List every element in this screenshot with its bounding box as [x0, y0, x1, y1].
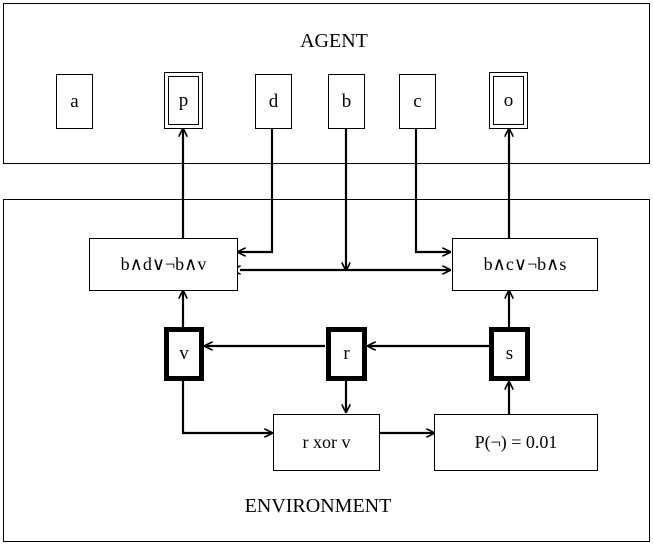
right-formula-label: b∧c∨¬b∧s: [483, 254, 567, 274]
node-b: b: [328, 74, 365, 129]
node-o-label: o: [503, 89, 514, 111]
node-p: p: [164, 72, 203, 129]
node-s: s: [489, 327, 530, 381]
arrow-d-to-left-formula: [238, 129, 274, 252]
node-b-label: b: [341, 90, 352, 112]
prob-label: P(¬) = 0.01: [474, 432, 558, 452]
node-prob: P(¬) = 0.01: [434, 414, 598, 471]
arrow-v-to-xor: [181, 380, 272, 433]
node-p-label: p: [178, 89, 189, 111]
agent-title: AGENT: [300, 30, 368, 52]
node-a-label: a: [70, 90, 79, 112]
node-left-formula: b∧d∨¬b∧v: [89, 238, 238, 291]
node-right-formula: b∧c∨¬b∧s: [452, 238, 598, 291]
node-c-label: c: [413, 90, 422, 112]
node-o: o: [489, 72, 528, 129]
environment-title: ENVIRONMENT: [244, 495, 392, 517]
node-r: r: [326, 327, 367, 381]
node-d: d: [255, 74, 292, 129]
node-xor: r xor v: [273, 414, 380, 471]
node-v: v: [164, 327, 204, 381]
arrow-c-to-right-formula: [414, 129, 450, 252]
left-formula-label: b∧d∨¬b∧v: [120, 254, 207, 274]
node-a: a: [56, 74, 93, 129]
xor-label: r xor v: [302, 432, 351, 452]
node-c: c: [399, 74, 436, 129]
node-s-label: s: [505, 343, 514, 364]
agent-region: [3, 3, 650, 164]
node-r-label: r: [343, 343, 350, 364]
node-d-label: d: [268, 90, 279, 112]
environment-region: [3, 199, 650, 542]
node-v-label: v: [179, 343, 189, 364]
